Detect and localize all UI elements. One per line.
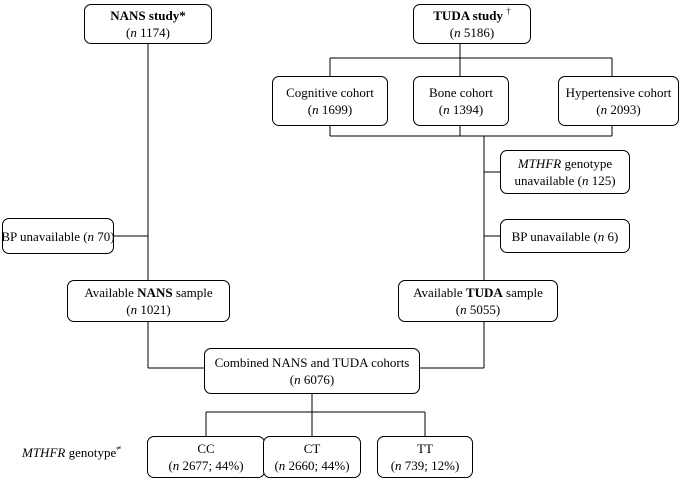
cohort-n-prefix: n (443, 102, 450, 117)
genotype-label-gene: MTHFR (22, 445, 66, 460)
tuda-study-title: TUDA study (433, 8, 503, 23)
cohort-n: 1394 (452, 102, 479, 117)
exclusion-n-prefix: n (87, 228, 95, 244)
genotype-n: 2677; 44%) (179, 458, 244, 473)
cohort-n-prefix: n (600, 102, 608, 117)
available-n: 5055) (466, 302, 501, 317)
cohort-label: Bone cohort (429, 85, 493, 100)
genotype-label-ct: CT (303, 441, 321, 456)
cohort-n: 1699 (321, 102, 348, 117)
cohort-box-bone: Bone cohort (n 1394) (413, 76, 509, 126)
genotype-n-prefix: n (395, 458, 402, 473)
available-study-name: TUDA (465, 285, 503, 300)
available-text: sample (502, 285, 543, 300)
tuda-exclusion-genotype-box: MTHFR genotype unavailable (n 125) (500, 150, 630, 194)
exclusion-n: 125) (588, 173, 616, 188)
nans-study-title: NANS study (110, 8, 180, 23)
combined-box: Combined NANS and TUDA cohorts (n 6076) (204, 348, 420, 394)
nans-study-box: NANS study* (n 1174) (84, 4, 212, 44)
exclusion-text: unavailable ( (514, 173, 582, 188)
cohort-n: 2093 (610, 102, 637, 117)
genotype-label-tt: TT (417, 441, 433, 456)
tuda-study-n: 5186 (463, 25, 490, 40)
cohort-box-hypertensive: Hypertensive cohort (n 2093) (558, 76, 679, 126)
available-text: Available (413, 285, 466, 300)
nans-exclusion-bp-box: BP unavailable (n 70) (1, 218, 115, 254)
exclusion-n: 70) (94, 228, 115, 244)
nans-available-box: Available NANS sample (n 1021) (67, 280, 230, 322)
genotype-box-cc: CC (n 2677; 44%) (147, 436, 265, 478)
tuda-available-box: Available TUDA sample (n 5055) (398, 280, 558, 322)
exclusion-text: BP unavailable ( (511, 228, 598, 244)
cohort-label: Hypertensive cohort (565, 85, 672, 100)
genotype-box-ct: CT (n 2660; 44%) (263, 436, 361, 478)
available-n-prefix: n (460, 302, 467, 317)
available-text: Available (84, 285, 138, 300)
combined-label: Combined NANS and TUDA cohorts (214, 355, 410, 370)
tuda-exclusion-bp-box: BP unavailable (n 6) (500, 219, 630, 253)
genotype-label-cc: CC (197, 441, 215, 456)
tuda-study-mark: † (506, 5, 511, 16)
combined-n: 6076) (300, 372, 335, 387)
exclusion-text: BP unavailable ( (1, 228, 88, 244)
available-n: 1021) (137, 302, 171, 317)
genotype-label: MTHFR genotype≠ (22, 442, 122, 461)
genotype-n-prefix: n (172, 458, 180, 473)
genotype-n: 739; 12%) (401, 458, 460, 473)
nans-study-n: 1174 (140, 25, 166, 40)
exclusion-n-prefix: n (581, 173, 589, 188)
exclusion-text: genotype (561, 156, 613, 171)
available-study-name: NANS (137, 285, 173, 300)
tuda-study-n-prefix: n (454, 25, 461, 40)
genotype-n: 2660; 44%) (285, 458, 350, 473)
genotype-label-text: genotype (65, 445, 117, 460)
nans-study-n-prefix: n (130, 25, 137, 40)
available-text: sample (172, 285, 213, 300)
exclusion-n-prefix: n (597, 228, 605, 244)
combined-n-prefix: n (294, 372, 301, 387)
genotype-box-tt: TT (n 739; 12%) (377, 436, 473, 478)
genotype-n-prefix: n (278, 458, 286, 473)
exclusion-n: 6) (604, 228, 619, 244)
cohort-label: Cognitive cohort (286, 85, 374, 100)
exclusion-gene: MTHFR (517, 156, 562, 171)
genotype-label-mark: ≠ (116, 442, 122, 453)
tuda-study-box: TUDA study † (n 5186) (413, 4, 531, 44)
cohort-n-prefix: n (312, 102, 319, 117)
nans-study-mark: * (179, 8, 186, 23)
cohort-box-cognitive: Cognitive cohort (n 1699) (272, 76, 388, 126)
available-n-prefix: n (130, 302, 138, 317)
